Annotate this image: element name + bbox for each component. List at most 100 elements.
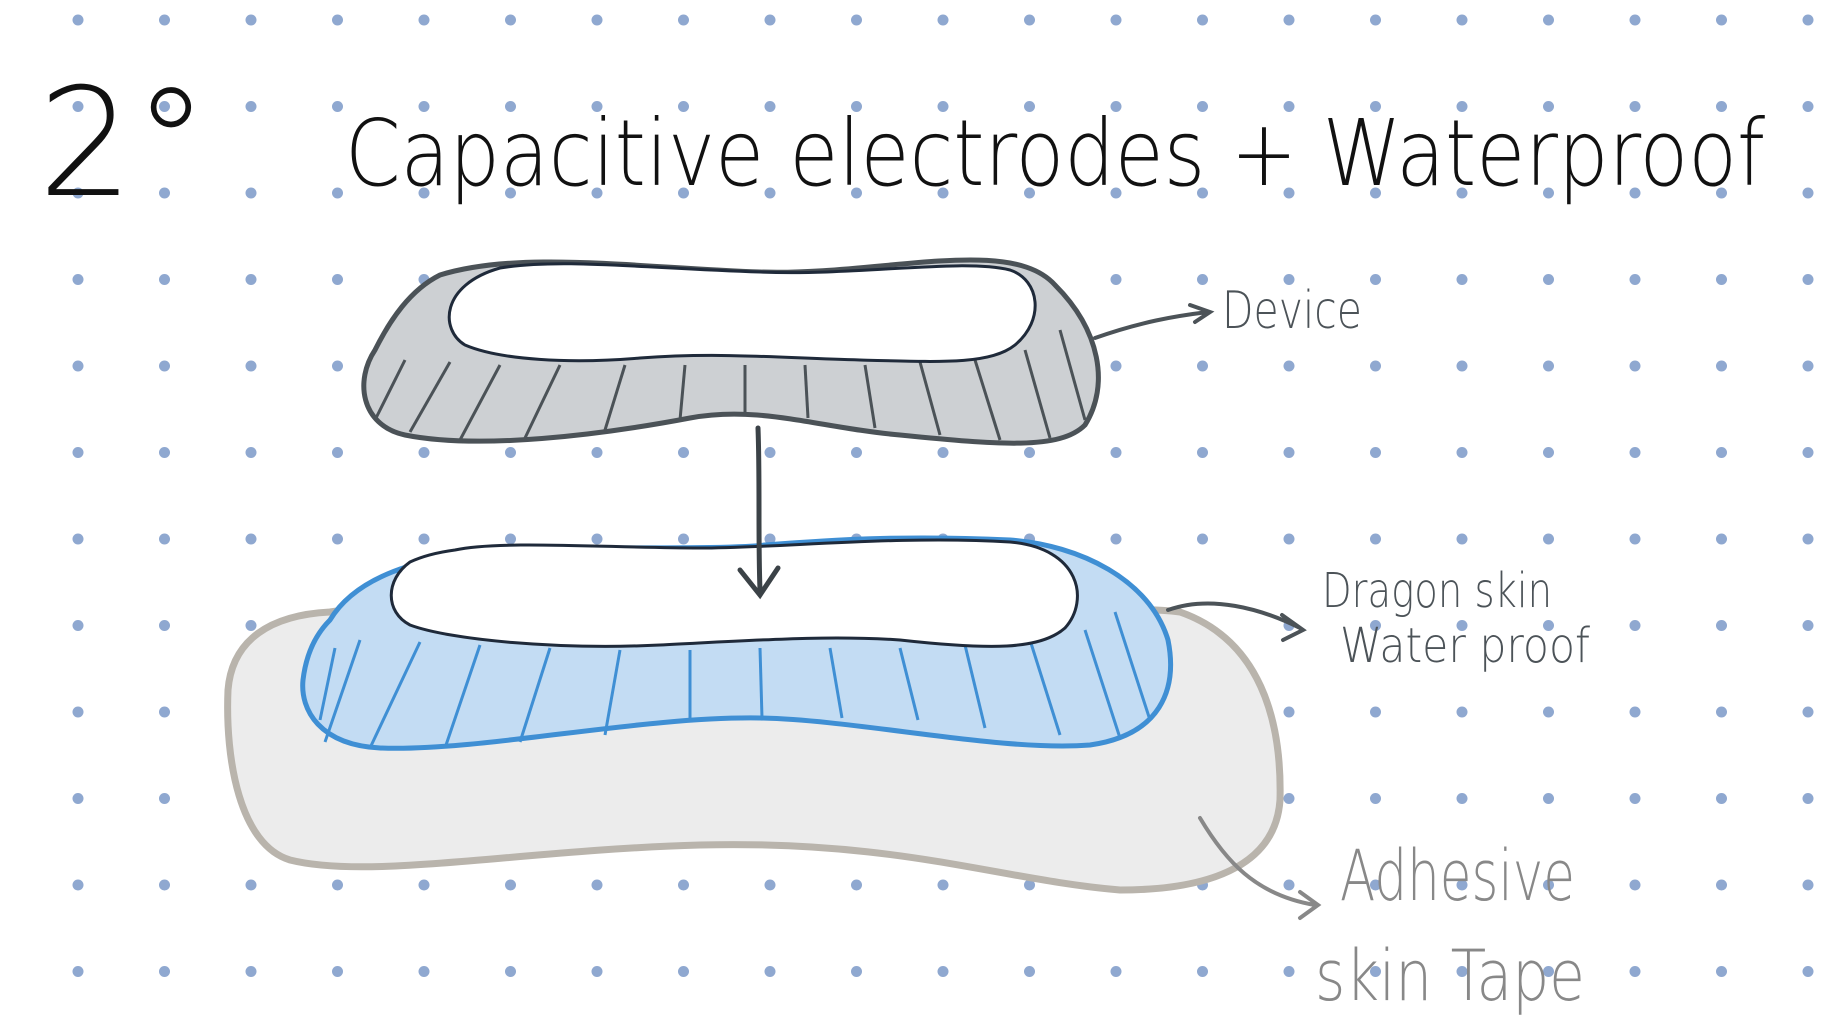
- grid-dot: [72, 447, 84, 458]
- grid-dot: [1024, 14, 1035, 26]
- grid-dot: [1024, 879, 1035, 891]
- grid-dot: [1802, 14, 1814, 26]
- grid-dot: [937, 966, 949, 977]
- grid-dot: [1629, 101, 1641, 112]
- grid-dot: [72, 187, 84, 199]
- grid-dot: [764, 101, 776, 112]
- grid-dot: [851, 879, 862, 891]
- grid-dot: [1716, 706, 1727, 718]
- grid-dot: [159, 360, 170, 372]
- grid-dot: [678, 14, 689, 26]
- grid-dot: [1629, 879, 1641, 891]
- dragon-skin-label-line2: Water proof: [1340, 618, 1590, 674]
- assembly-arrow: [737, 425, 781, 600]
- grid-dot: [1802, 187, 1814, 199]
- grid-dot: [159, 447, 170, 458]
- grid-dot: [1716, 14, 1727, 26]
- grid-dot: [1456, 533, 1468, 545]
- grid-dot: [1629, 706, 1641, 718]
- grid-dot: [245, 360, 257, 372]
- grid-dot: [678, 101, 689, 112]
- grid-dot: [1543, 706, 1554, 718]
- grid-dot: [1283, 101, 1295, 112]
- dragon-skin-label-line1: Dragon skin: [1322, 563, 1552, 619]
- grid-dot: [505, 879, 516, 891]
- grid-dot: [678, 879, 689, 891]
- grid-dot: [1456, 447, 1468, 458]
- grid-dot: [937, 447, 949, 458]
- grid-dot: [1110, 447, 1122, 458]
- grid-dot: [1370, 360, 1381, 372]
- grid-dot: [851, 187, 862, 199]
- waterproof-ribs: [318, 611, 1152, 749]
- grid-dot: [764, 14, 776, 26]
- grid-dot: [1370, 706, 1381, 718]
- grid-dot: [418, 14, 430, 26]
- grid-dot: [1543, 187, 1554, 199]
- grid-dot: [1802, 966, 1814, 977]
- grid-dot: [1370, 879, 1381, 891]
- device-label: Device: [1222, 281, 1362, 341]
- grid-dot: [332, 187, 343, 199]
- device-callout-arrow: [1093, 303, 1215, 340]
- grid-dot: [1024, 966, 1035, 977]
- grid-dot: [72, 793, 84, 804]
- grid-dot: [1802, 447, 1814, 458]
- grid-dot: [1370, 447, 1381, 458]
- grid-dot: [159, 14, 170, 26]
- grid-dot: [1543, 14, 1554, 26]
- grid-dot: [1283, 533, 1295, 545]
- grid-dot: [1716, 274, 1727, 285]
- grid-dot: [1283, 793, 1295, 804]
- grid-dot: [72, 706, 84, 718]
- grid-dot: [937, 101, 949, 112]
- grid-dot: [591, 533, 603, 545]
- grid-dot: [1370, 533, 1381, 545]
- grid-dot: [1716, 187, 1727, 199]
- grid-dot: [1370, 620, 1381, 631]
- grid-dot: [332, 101, 343, 112]
- grid-dot: [72, 966, 84, 977]
- grid-dot: [159, 187, 170, 199]
- grid-dot: [245, 187, 257, 199]
- grid-dot: [1716, 966, 1727, 977]
- grid-dot: [764, 447, 776, 458]
- adhesive-callout-arrow: [1198, 816, 1322, 920]
- grid-dot: [1283, 274, 1295, 285]
- grid-dot: [851, 966, 862, 977]
- grid-dot: [1024, 447, 1035, 458]
- grid-dot: [332, 447, 343, 458]
- grid-dot: [505, 14, 516, 26]
- grid-dot: [1629, 620, 1641, 631]
- grid-dot: [332, 274, 343, 285]
- grid-dot: [245, 14, 257, 26]
- grid-dot: [1197, 966, 1208, 977]
- grid-dot: [245, 879, 257, 891]
- grid-dot: [1456, 14, 1468, 26]
- grid-dot: [1283, 447, 1295, 458]
- grid-dot: [1197, 360, 1208, 372]
- grid-dot: [72, 360, 84, 372]
- device-layer: [361, 257, 1101, 446]
- grid-dot: [245, 101, 257, 112]
- grid-dot: [505, 533, 516, 545]
- grid-dot: [72, 14, 84, 26]
- grid-dot: [1716, 101, 1727, 112]
- grid-dot: [764, 533, 776, 545]
- adhesive-callout: Adhesive skin Tape: [1198, 816, 1585, 1017]
- grid-dot: [505, 447, 516, 458]
- dragon-skin-waterproof-layer: [300, 535, 1174, 751]
- grid-dot: [1197, 101, 1208, 112]
- grid-dot: [1716, 533, 1727, 545]
- grid-dot: [418, 187, 430, 199]
- grid-dot: [1370, 793, 1381, 804]
- grid-dot: [1543, 360, 1554, 372]
- grid-dot: [72, 533, 84, 545]
- grid-dot: [159, 101, 170, 112]
- grid-dot: [1629, 447, 1641, 458]
- grid-dot: [1802, 793, 1814, 804]
- grid-dot: [1370, 14, 1381, 26]
- title-text: Capacitive electrodes + Waterproof: [345, 100, 1766, 207]
- dragon-skin-callout-arrow: [1166, 601, 1307, 642]
